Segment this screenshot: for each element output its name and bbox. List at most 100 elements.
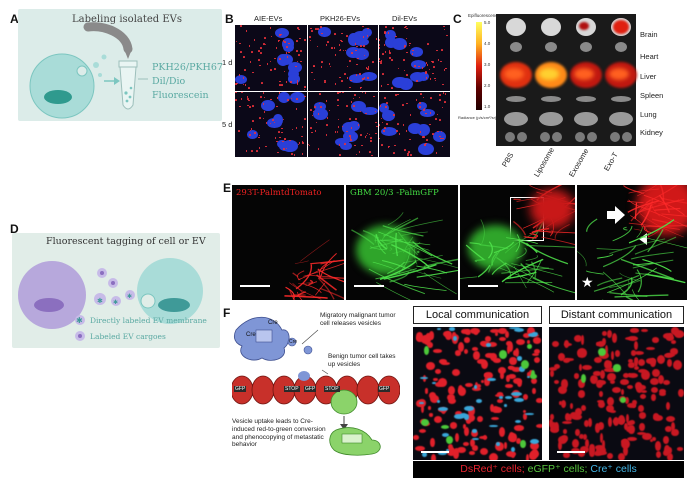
neurite xyxy=(628,199,650,211)
ev-punctum xyxy=(385,26,387,29)
panel-c-organ-6: Kidney xyxy=(640,128,663,137)
dsred-cell xyxy=(631,350,637,356)
neurite xyxy=(634,236,677,255)
nucleus xyxy=(417,101,428,111)
panel-c-organ-4: Spleen xyxy=(640,91,664,100)
ev-punctum xyxy=(363,54,366,57)
ev-punctum xyxy=(288,42,290,45)
grid-divider xyxy=(235,91,450,92)
neurite xyxy=(310,259,344,265)
cre-cell xyxy=(452,335,457,341)
ev-punctum xyxy=(317,147,320,150)
ev-punctum xyxy=(346,130,349,133)
ev-punctum xyxy=(276,97,279,99)
dsred-cell xyxy=(447,393,456,401)
nucleus xyxy=(392,76,408,89)
neurite xyxy=(511,263,563,277)
neurite xyxy=(593,274,640,292)
fiber-layer xyxy=(284,239,344,300)
dsred-cell xyxy=(457,446,466,454)
panel-f-label: F xyxy=(223,306,231,320)
neurite xyxy=(526,244,575,248)
dsred-cell xyxy=(617,453,625,460)
dsred-cell xyxy=(416,334,424,343)
ev-punctum xyxy=(346,76,349,79)
dsred-cell xyxy=(512,377,522,384)
ev-punctum xyxy=(358,151,361,153)
cre-cell xyxy=(488,424,499,428)
ev-punctum xyxy=(369,151,371,154)
ev-punctum xyxy=(434,77,436,80)
dsred-cell xyxy=(645,346,656,351)
dsred-cell xyxy=(650,377,660,385)
panel-f-diagram: Cre Cre Cre Migratory malignant tumor ce… xyxy=(232,306,400,456)
dsred-cell xyxy=(489,353,497,362)
ev-punctum xyxy=(274,137,277,139)
dsred-cell xyxy=(496,392,503,396)
cre-cell xyxy=(526,375,530,379)
ev-punctum xyxy=(245,29,248,32)
dsred-cell xyxy=(564,358,575,362)
ev-punctum xyxy=(236,82,239,85)
ev-punctum xyxy=(325,124,328,127)
dsred-cell xyxy=(427,405,432,410)
scale-bar xyxy=(354,285,384,287)
cre-cell xyxy=(513,328,524,333)
dsred-cell xyxy=(655,440,661,451)
dsred-cell xyxy=(628,373,632,377)
neurite xyxy=(487,241,493,259)
kidney-image xyxy=(575,132,585,142)
ev-punctum xyxy=(359,73,361,75)
ev-punctum xyxy=(422,96,425,99)
dsred-cell xyxy=(671,428,679,437)
cre-cell xyxy=(464,414,470,420)
ev-punctum xyxy=(442,137,444,140)
neurite xyxy=(633,228,642,232)
dsred-cell xyxy=(642,432,653,441)
ev-punctum xyxy=(339,49,342,51)
scale-bar xyxy=(468,285,498,287)
dsred-cell xyxy=(527,327,536,336)
ev-punctum xyxy=(289,139,291,142)
dsred-cell xyxy=(479,341,487,347)
ev-punctum xyxy=(355,74,358,76)
ev-punctum xyxy=(307,143,310,146)
heart-image xyxy=(510,42,522,52)
dsred-cell xyxy=(533,356,541,364)
ev-punctum xyxy=(432,133,434,135)
dsred-cell xyxy=(532,337,542,344)
neurite xyxy=(597,253,614,259)
ev-punctum xyxy=(442,92,445,94)
ev-punctum xyxy=(383,130,385,132)
ev-punctum xyxy=(428,68,431,71)
ev-punctum xyxy=(245,150,248,152)
cre-cell xyxy=(449,327,455,331)
ev-punctum xyxy=(283,148,285,151)
neurite xyxy=(641,224,687,228)
ev-punctum xyxy=(368,133,371,136)
neurite xyxy=(632,259,674,269)
ev-punctum xyxy=(357,57,359,60)
dsred-cell xyxy=(593,371,601,376)
liver-signal xyxy=(539,68,559,80)
ev-punctum xyxy=(278,131,280,133)
dsred-cell xyxy=(605,345,609,356)
dsred-cell xyxy=(607,329,613,338)
dsred-cell xyxy=(494,393,504,398)
ev-punctum xyxy=(371,154,374,157)
dsred-cell xyxy=(529,452,538,460)
scale-bar xyxy=(421,451,449,453)
dsred-cell xyxy=(676,447,684,451)
ev-punctum xyxy=(360,134,362,136)
panel-b-col-2: PKH26-EVs xyxy=(320,14,361,23)
brain-signal xyxy=(613,20,629,34)
ev-punctum xyxy=(312,110,315,113)
nucleus xyxy=(288,62,303,74)
dsred-cell xyxy=(489,328,500,334)
dsred-cell xyxy=(465,383,474,388)
ev-punctum xyxy=(397,123,399,125)
ev-punctum xyxy=(242,83,245,86)
ev-punctum xyxy=(282,118,285,121)
neurite xyxy=(531,227,550,234)
ev-punctum xyxy=(296,60,299,63)
